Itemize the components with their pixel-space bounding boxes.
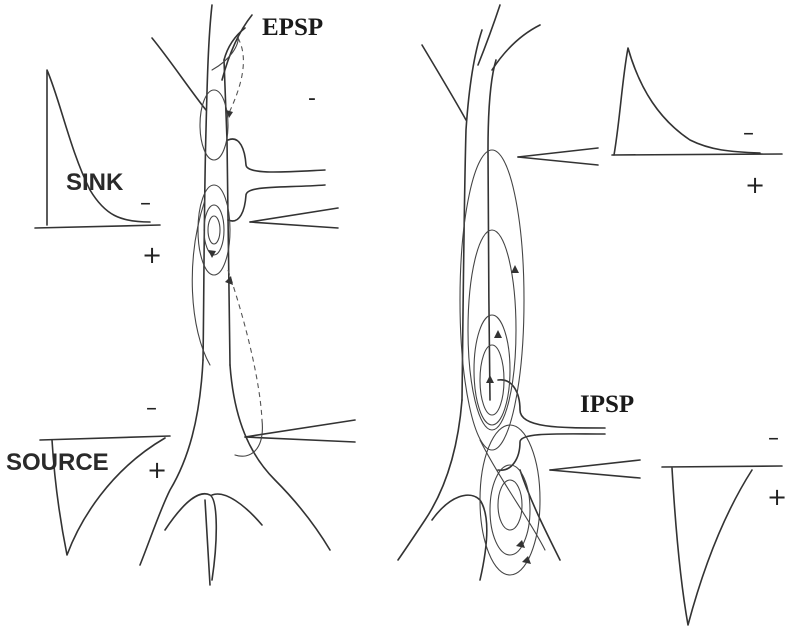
sink-label: SINK bbox=[66, 169, 124, 196]
right-neuron bbox=[397, 4, 641, 581]
source-label: SOURCE bbox=[6, 449, 109, 476]
left-neuron bbox=[139, 4, 356, 586]
ipsp-label: IPSP bbox=[580, 391, 634, 418]
epsp-label: EPSP bbox=[262, 14, 323, 41]
sign-plus-ipsp-top: + bbox=[745, 171, 765, 199]
sign-minus-source: – bbox=[146, 396, 157, 421]
sign-minus-sink: – bbox=[140, 191, 151, 216]
ipsp-lower-waveform bbox=[661, 465, 783, 626]
sign-plus-source: + bbox=[147, 456, 167, 484]
sign-minus-ipsp-bottom: – bbox=[768, 426, 779, 451]
ipsp-upper-waveform bbox=[611, 47, 783, 156]
sign-plus-ipsp-bottom: + bbox=[767, 483, 787, 511]
sign-plus-sink: + bbox=[142, 241, 162, 269]
source-waveform bbox=[39, 435, 171, 556]
sign-minus-epsp-top: - bbox=[308, 86, 316, 111]
sign-minus-ipsp-top: – bbox=[743, 121, 754, 146]
epsp-waveform bbox=[34, 69, 161, 229]
